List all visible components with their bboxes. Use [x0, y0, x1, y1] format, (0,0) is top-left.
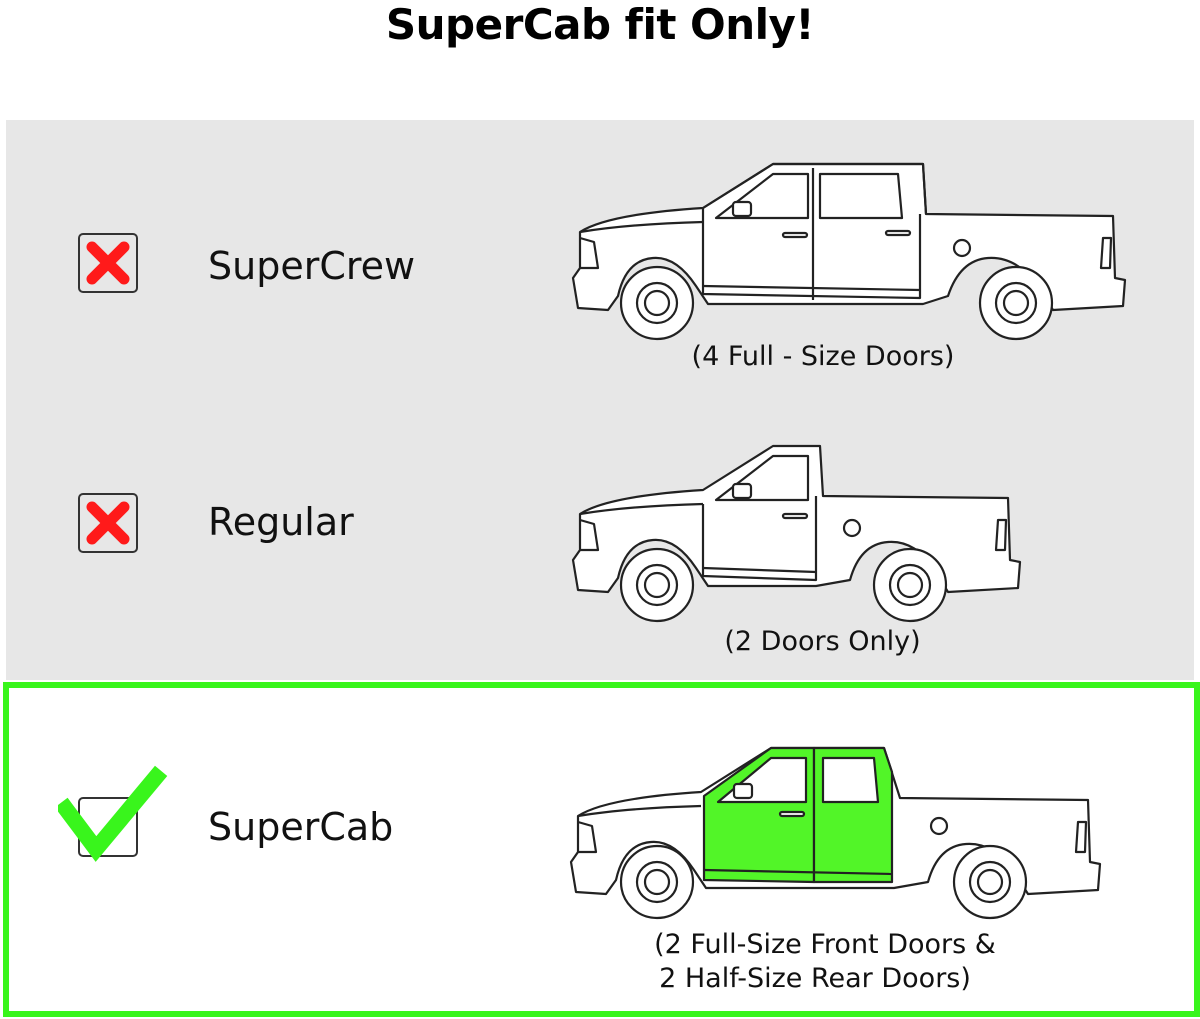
regular-label: Regular	[208, 500, 354, 544]
regular-caption: (2 Doors Only)	[724, 626, 921, 657]
supercrew-truck-illustration	[571, 162, 1127, 341]
checkmark-icon	[58, 765, 168, 862]
page-title: SuperCab fit Only!	[385, 0, 815, 49]
supercab-caption-line2: 2 Half-Size Rear Doors)	[659, 963, 971, 994]
supercab-caption-line1: (2 Full-Size Front Doors &	[654, 929, 996, 960]
regular-truck-illustration	[571, 444, 1022, 623]
supercrew-caption: (4 Full - Size Doors)	[691, 341, 955, 372]
supercrew-label: SuperCrew	[208, 244, 416, 288]
x-icon	[86, 501, 130, 545]
supercab-label: SuperCab	[208, 805, 394, 849]
regular-status-box	[78, 493, 138, 553]
x-icon	[86, 241, 130, 285]
supercrew-status-box	[78, 233, 138, 293]
supercab-truck-illustration	[569, 746, 1102, 920]
